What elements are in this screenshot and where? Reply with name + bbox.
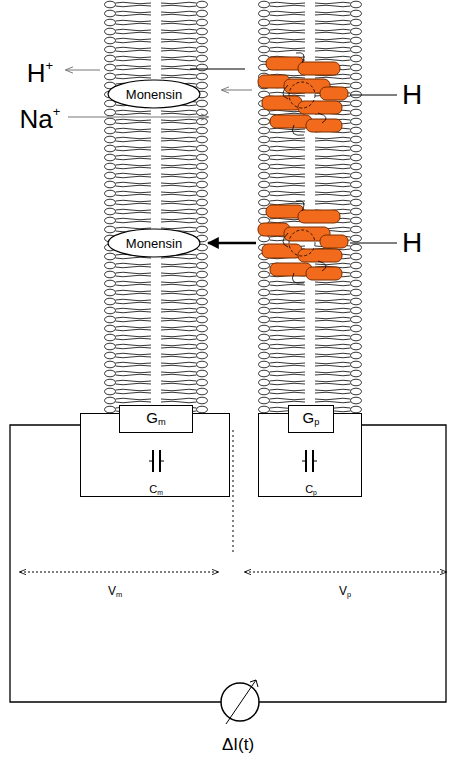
- capacitance-label: Cm: [149, 483, 163, 495]
- proton-path: [190, 68, 245, 69]
- label-holder: Vp: [339, 581, 351, 599]
- ion-label: Na+: [20, 103, 61, 133]
- ion-label: H: [402, 79, 422, 110]
- ion-label: H: [402, 227, 422, 258]
- leader-line: [350, 243, 397, 244]
- ion-label: H+: [27, 57, 53, 87]
- ionophore-label: Monensin: [126, 237, 182, 250]
- conductance-box: Gp: [288, 405, 334, 433]
- voltage-label: Vm: [108, 584, 122, 598]
- proton-arrow: [66, 70, 100, 71]
- label-holder: H+: [27, 59, 53, 86]
- proton-pump: [258, 53, 348, 136]
- sodium-arrow: [68, 117, 208, 118]
- circuit-box: GmCm: [80, 413, 230, 497]
- label-holder: H: [402, 81, 422, 109]
- label-holder: ΔI(t): [222, 736, 254, 754]
- lipid-bilayer: [257, 0, 363, 413]
- conductance-label: Gp: [303, 410, 320, 428]
- circuit-wire: [10, 425, 446, 702]
- ammeter-symbol: [221, 680, 259, 724]
- ionophore-ellipse: Monensin: [107, 228, 201, 258]
- ionophore-label: Monensin: [126, 88, 182, 101]
- label-holder: Cp: [305, 479, 317, 497]
- label-holder: Vm: [108, 581, 122, 599]
- capacitance-label: Cp: [305, 483, 317, 495]
- label-holder: H: [402, 229, 422, 257]
- conductance-label: Gm: [146, 410, 165, 428]
- voltage-label: Vp: [339, 584, 351, 598]
- lipid-bilayer: [103, 0, 209, 413]
- label-holder: Cm: [149, 479, 163, 497]
- proton-arrow: [222, 90, 252, 91]
- proton-pump: [258, 201, 348, 284]
- ionophore-ellipse: Monensin: [107, 79, 201, 109]
- leader-line: [350, 95, 397, 96]
- voltage-arrow: [20, 571, 218, 572]
- current-label: ΔI(t): [222, 735, 254, 754]
- voltage-arrow: [245, 571, 446, 572]
- conductance-box: Gm: [119, 405, 193, 433]
- capacitor-symbol: [149, 450, 164, 472]
- circuit-box: GpCp: [258, 413, 362, 497]
- label-holder: Na+: [20, 105, 61, 132]
- capacitor-symbol: [302, 450, 317, 472]
- proton-arrow: [208, 242, 256, 245]
- divider-line: [233, 430, 234, 552]
